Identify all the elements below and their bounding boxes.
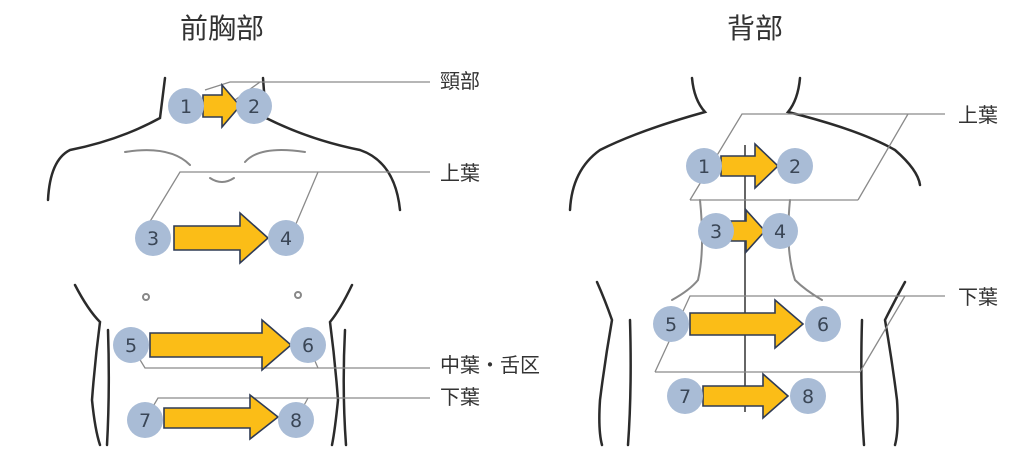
label-middle-lobe-lingula: 中葉・舌区 [440,353,540,377]
point-marker [268,220,304,256]
point-marker [168,88,204,124]
point-number: 2 [789,156,801,178]
point-number: 8 [802,386,814,408]
point-number: 4 [774,221,786,243]
label-front-upper-lobe: 上葉 [440,161,480,185]
point-number: 7 [139,410,151,432]
point-number: 5 [125,335,137,357]
back-title: 背部 [727,12,783,45]
point-marker [135,220,171,256]
point-marker [236,88,272,124]
arrow-icon [202,82,242,130]
arrow-icon [173,211,270,265]
arrow-icon [720,142,780,190]
point-number: 3 [710,221,722,243]
point-marker [113,327,149,363]
back-guide-lines [654,113,945,373]
point-number: 3 [147,228,159,250]
point-marker [653,306,689,342]
point-number: 1 [180,96,192,118]
front-body-outline [46,76,402,447]
point-marker [127,402,163,438]
point-number: 6 [817,314,829,336]
point-number: 1 [698,156,710,178]
point-number: 5 [665,314,677,336]
arrow-icon [730,207,767,255]
point-marker [278,402,314,438]
point-number: 2 [248,96,260,118]
front-title: 前胸部 [180,12,264,45]
arrow-icon [149,318,293,372]
point-number: 8 [290,410,302,432]
back-auscultation-points: 1 2 3 4 5 6 7 8 [653,148,841,414]
point-marker [698,213,734,249]
point-marker [762,213,798,249]
point-number: 6 [302,335,314,357]
point-number: 7 [679,386,691,408]
point-marker [686,148,722,184]
arrow-icon [163,393,280,441]
point-marker [805,306,841,342]
point-marker [777,148,813,184]
point-marker [790,378,826,414]
label-back-upper-lobe: 上葉 [958,103,998,127]
label-back-lower-lobe: 下葉 [958,285,998,309]
point-marker [667,378,703,414]
point-marker [290,327,326,363]
point-number: 4 [280,228,292,250]
label-front-lower-lobe: 下葉 [440,385,480,409]
arrow-icon [689,298,805,350]
arrow-icon [702,372,790,420]
label-neck: 頸部 [440,69,480,93]
front-auscultation-points: 1 2 3 4 5 6 7 8 [113,88,326,438]
